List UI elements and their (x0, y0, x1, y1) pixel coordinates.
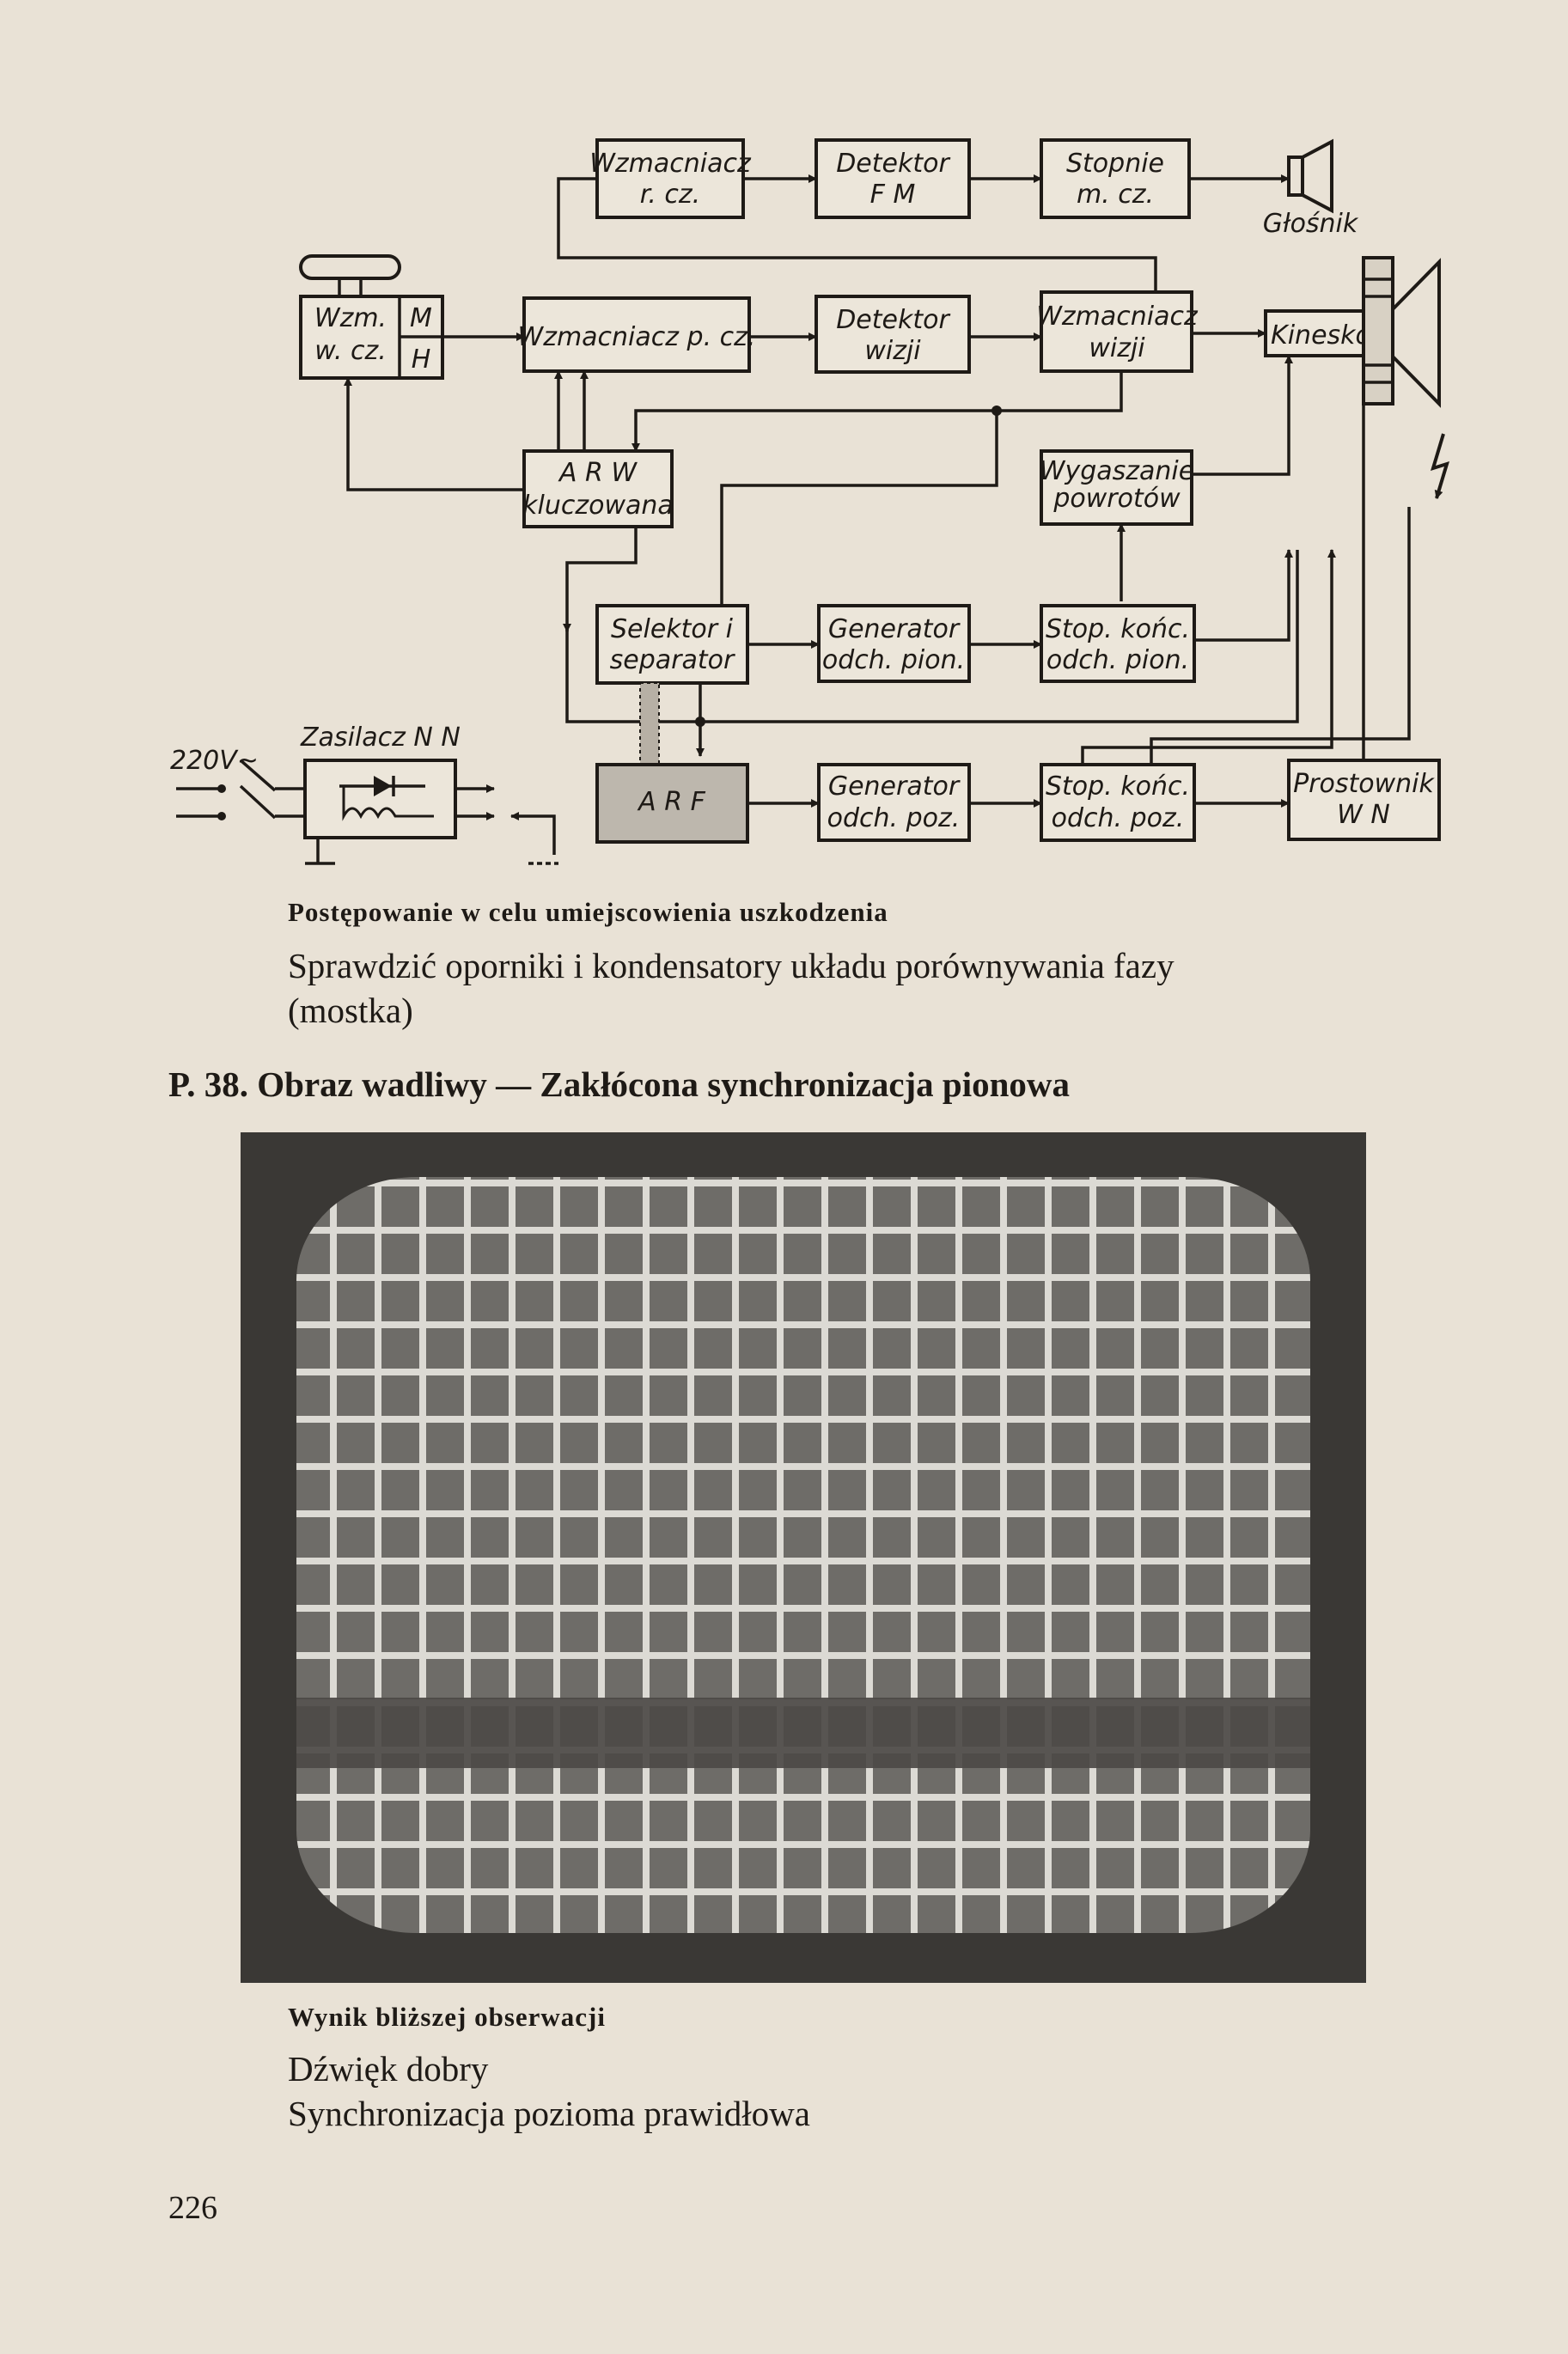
label: M (410, 303, 432, 333)
procedure-text: Sprawdzić oporniki i kondensatory układu… (288, 943, 1456, 1033)
high-voltage-icon (1431, 433, 1449, 499)
label: Wzmacniacz (1036, 302, 1199, 332)
label: F M (870, 180, 916, 210)
label: powrotów (1052, 484, 1181, 514)
label: Stop. końc. (1046, 771, 1190, 802)
observation-text: Dźwięk dobry Synchronizacja pozioma praw… (288, 2046, 1456, 2136)
caption-procedure: Postępowanie w celu umiejscowienia uszko… (288, 897, 888, 927)
tv-screen-photo (241, 1132, 1366, 1983)
label: H (412, 345, 431, 375)
label: odch. pion. (822, 645, 965, 675)
speaker-icon (1287, 138, 1333, 214)
block-video-detector (815, 295, 971, 374)
label: w. cz. (314, 336, 386, 366)
label: Generator (828, 614, 961, 644)
label-mains: 220V~ (170, 746, 259, 776)
procedure-line-2: (mostka) (288, 991, 413, 1030)
block-retrace-blanking (1040, 449, 1193, 526)
label: wizji (1089, 333, 1145, 363)
section-heading: P. 38. Obraz wadliwy — Zakłócona synchro… (168, 1064, 1071, 1104)
label: A R W (558, 458, 638, 488)
label: odch. poz. (827, 803, 961, 833)
label-speaker: Głośnik (1263, 209, 1359, 239)
label: Generator (828, 771, 961, 802)
label-power-supply: Zasilacz N N (300, 723, 461, 753)
label: separator (610, 645, 735, 675)
observation-line-1: Dźwięk dobry (288, 2049, 489, 2089)
observation-line-2: Synchronizacja pozioma prawidłowa (288, 2094, 810, 2133)
label: Wzmacniacz (589, 149, 752, 179)
procedure-line-1: Sprawdzić oporniki i kondensatory układu… (288, 946, 1174, 985)
label: odch. pion. (1046, 645, 1189, 675)
label: Selektor i (611, 614, 734, 644)
test-pattern-image (241, 1132, 1366, 1983)
label: r. cz. (640, 180, 700, 210)
label: Stop. końc. (1046, 614, 1190, 644)
rectifier-diode-icon (339, 776, 434, 821)
crt-icon (1362, 256, 1441, 408)
label: Stopnie (1066, 149, 1164, 179)
block-vertical-output (1040, 604, 1196, 683)
label: Detektor (836, 305, 950, 335)
sync-link-dotted (639, 682, 660, 765)
block-video-amp (1040, 290, 1193, 373)
block-sync-separator (595, 604, 749, 685)
block-if-amp (522, 296, 751, 373)
block-fm-detector (815, 138, 971, 219)
label: A R F (637, 787, 705, 817)
label: Detektor (836, 149, 950, 179)
label: Wzm. (314, 303, 387, 333)
page-number: 226 (168, 2190, 217, 2226)
label: m. cz. (1077, 180, 1154, 210)
tv-block-diagram: Wzmacniacz r. cz. Detektor F M Stopnie m… (170, 138, 1449, 865)
caption-observation: Wynik bliższej obserwacji (288, 2002, 606, 2032)
label: Wzmacniacz p. cz. (518, 322, 756, 352)
label: kluczowana (522, 491, 674, 521)
tuner-knob-icon (299, 254, 401, 280)
label: Prostownik (1293, 769, 1435, 799)
block-af-stages (1040, 138, 1191, 219)
block-hv-rectifier (1287, 759, 1441, 841)
label: W N (1337, 800, 1390, 830)
block-power-supply (303, 759, 457, 839)
label: wizji (864, 336, 921, 366)
label: Wygaszanie (1040, 456, 1194, 486)
block-afc (595, 763, 749, 844)
label: odch. poz. (1052, 803, 1185, 833)
mains-switch-icon (176, 759, 305, 820)
